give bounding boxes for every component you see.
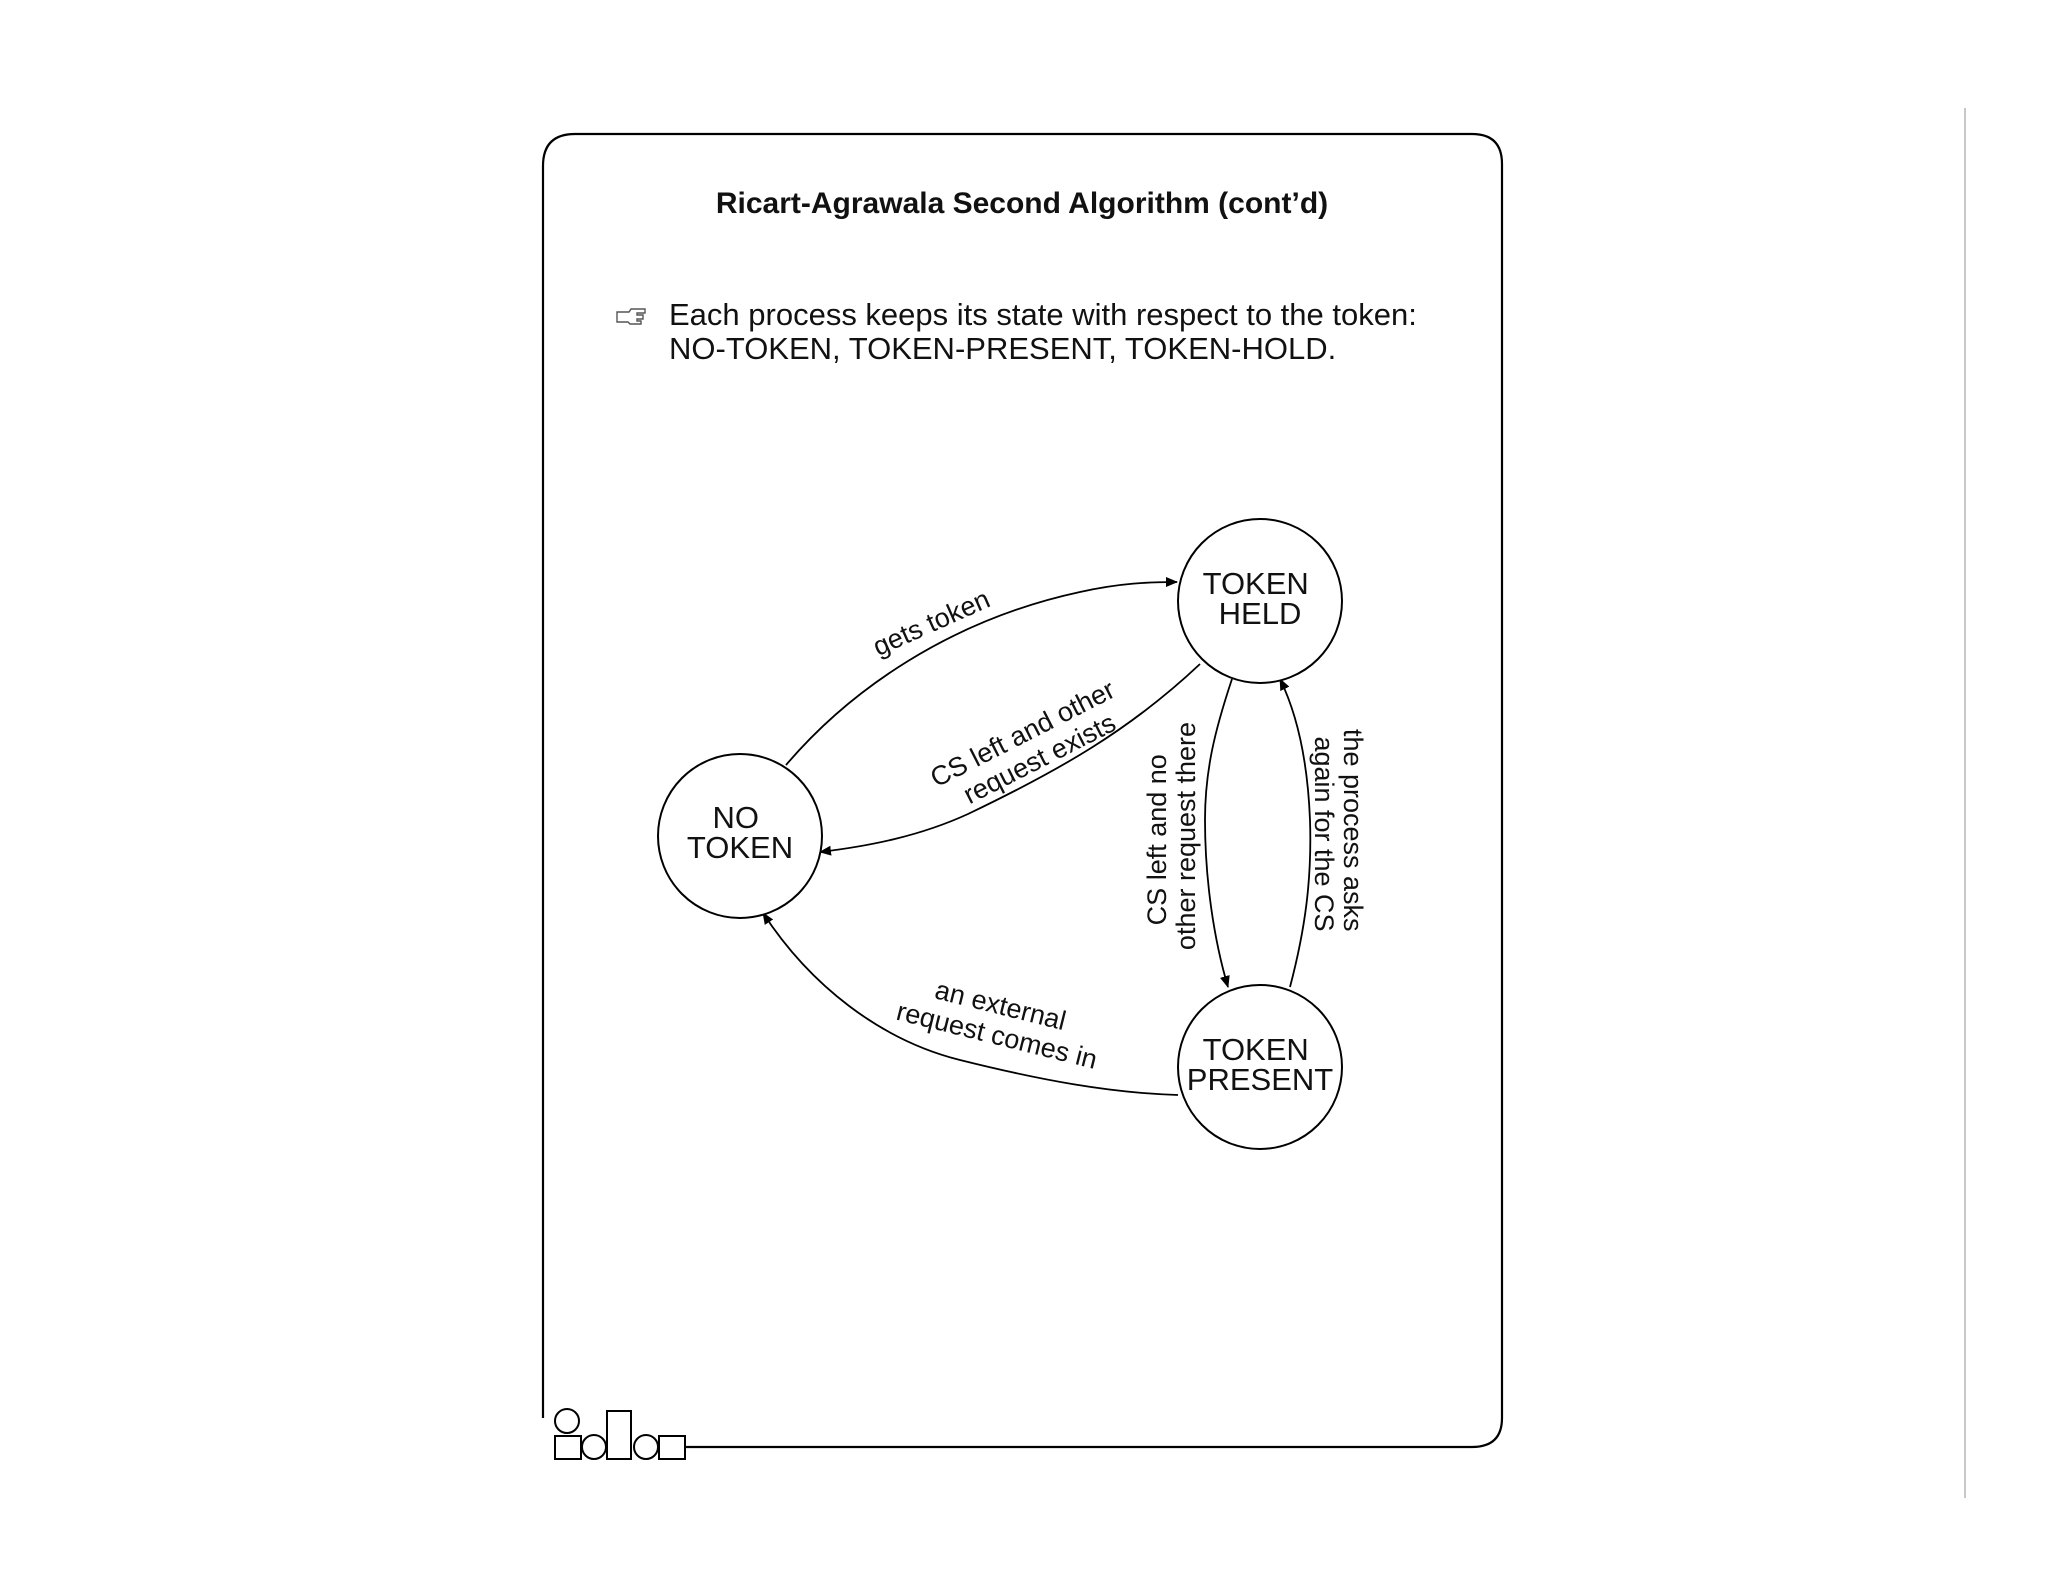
bullet-point: Each process keeps its state with respec… — [616, 297, 1417, 366]
bullet-line-2: NO-TOKEN, TOKEN-PRESENT, TOKEN-HOLD. — [669, 331, 1336, 366]
state-token-held: TOKEN HELD — [1177, 518, 1343, 684]
state-token-present: TOKEN PRESENT — [1177, 984, 1343, 1150]
state-label-no-token: NO TOKEN — [687, 800, 793, 865]
state-node-token-held — [1177, 518, 1343, 684]
state-label-token-held: TOKEN HELD — [1203, 566, 1318, 631]
label-cs-left-no-other-request: CS left and no other request there — [1142, 722, 1201, 950]
state-label-token-present: TOKEN PRESENT — [1187, 1032, 1333, 1097]
label-external-request: an external request comes in — [894, 967, 1108, 1075]
state-transitions — [762, 577, 1312, 1096]
edge-cs-left-no-other-request — [1204, 678, 1233, 988]
slide-title: Ricart-Agrawala Second Algorithm (cont’d… — [716, 187, 1328, 220]
bullet-line-1: Each process keeps its state with respec… — [669, 297, 1417, 332]
label-cs-left-other-request: CS left and other request exists — [925, 671, 1139, 820]
state-node-no-token — [657, 753, 823, 919]
edge-cs-left-other-request — [819, 663, 1201, 856]
edge-external-request — [762, 912, 1179, 1096]
state-node-token-present — [1177, 984, 1343, 1150]
label-gets-token: gets token — [868, 584, 994, 662]
label-process-asks-again: the process asks again for the CS — [1309, 729, 1368, 939]
pointing-hand-icon — [616, 308, 646, 325]
state-no-token: NO TOKEN — [657, 753, 823, 919]
edge-process-asks-again — [1279, 678, 1312, 988]
ida-logo-icon — [554, 1408, 686, 1460]
slide-frame — [541, 132, 1504, 1449]
edge-gets-token — [785, 577, 1178, 766]
